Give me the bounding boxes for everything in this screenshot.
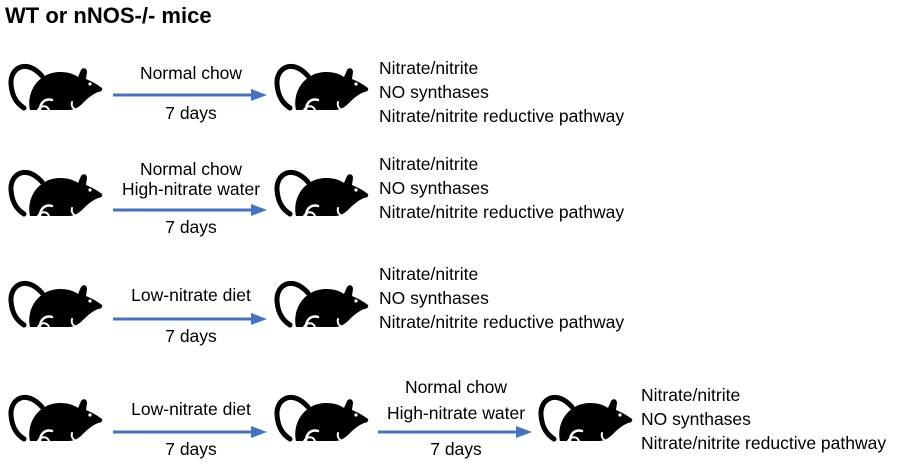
outcome-no-synthases: NO synthases bbox=[379, 178, 489, 198]
protocol-row-2: Normal chow High-nitrate water 7 days Ni… bbox=[0, 148, 913, 248]
diagram-title: WT or nNOS-/- mice bbox=[5, 3, 212, 28]
arrow-right-icon bbox=[113, 425, 269, 439]
treatment-label: Normal chow bbox=[139, 159, 243, 179]
outcome-nitrate-nitrite: Nitrate/nitrite bbox=[641, 385, 741, 405]
outcome-reductive-pathway: Nitrate/nitrite reductive pathway bbox=[379, 312, 625, 332]
treatment-step: Normal chow High-nitrate water 7 days bbox=[113, 148, 269, 237]
treatment-label: Low-nitrate diet bbox=[131, 399, 251, 419]
mouse-icon bbox=[274, 271, 369, 331]
duration-label: 7 days bbox=[165, 103, 217, 123]
duration-label: 7 days bbox=[165, 326, 217, 346]
mouse-icon bbox=[8, 54, 103, 114]
treatment-label: High-nitrate water bbox=[121, 179, 261, 199]
protocol-row-4: Low-nitrate diet 7 days Normal chow High… bbox=[0, 372, 913, 472]
mouse-icon bbox=[274, 54, 369, 114]
treatment-label: Low-nitrate diet bbox=[131, 285, 251, 305]
mouse-icon bbox=[8, 271, 103, 331]
mouse-icon bbox=[274, 385, 369, 445]
outcome-reductive-pathway: Nitrate/nitrite reductive pathway bbox=[379, 202, 625, 222]
treatment-label: Normal chow bbox=[404, 377, 508, 397]
outcome-no-synthases: NO synthases bbox=[379, 288, 489, 308]
arrow-right-icon bbox=[113, 88, 269, 102]
mouse-icon bbox=[8, 385, 103, 445]
mouse-icon bbox=[274, 160, 369, 220]
protocol-row-3: Low-nitrate diet 7 days Nitrate/nitrite … bbox=[0, 258, 913, 358]
outcome-nitrate-nitrite: Nitrate/nitrite bbox=[379, 58, 479, 78]
arrow-right-icon bbox=[113, 203, 269, 217]
outcome-reductive-pathway: Nitrate/nitrite reductive pathway bbox=[379, 106, 625, 126]
treatment-step: Low-nitrate diet 7 days bbox=[113, 258, 269, 346]
mouse-icon bbox=[8, 160, 103, 220]
duration-label: 7 days bbox=[165, 217, 217, 237]
mouse-icon bbox=[538, 385, 633, 445]
treatment-step: Normal chow High-nitrate water 7 days bbox=[378, 372, 534, 459]
duration-label: 7 days bbox=[165, 439, 217, 459]
protocol-row-1: Normal chow 7 days Nitrate/nitrite NO sy… bbox=[0, 50, 913, 150]
outcome-list: Nitrate/nitrite NO synthases Nitrate/nit… bbox=[379, 56, 624, 128]
outcome-no-synthases: NO synthases bbox=[641, 409, 751, 429]
outcome-no-synthases: NO synthases bbox=[379, 82, 489, 102]
outcome-list: Nitrate/nitrite NO synthases Nitrate/nit… bbox=[379, 262, 624, 334]
outcome-nitrate-nitrite: Nitrate/nitrite bbox=[379, 154, 479, 174]
duration-label: 7 days bbox=[430, 439, 482, 459]
treatment-step: Normal chow 7 days bbox=[113, 50, 269, 136]
outcome-list: Nitrate/nitrite NO synthases Nitrate/nit… bbox=[641, 383, 886, 455]
outcome-nitrate-nitrite: Nitrate/nitrite bbox=[379, 264, 479, 284]
treatment-step: Low-nitrate diet 7 days bbox=[113, 372, 269, 459]
outcome-list: Nitrate/nitrite NO synthases Nitrate/nit… bbox=[379, 152, 624, 224]
outcome-reductive-pathway: Nitrate/nitrite reductive pathway bbox=[641, 433, 887, 453]
treatment-label: Normal chow bbox=[139, 63, 243, 83]
arrow-right-icon bbox=[378, 425, 534, 439]
treatment-label: High-nitrate water bbox=[386, 403, 526, 423]
arrow-right-icon bbox=[113, 312, 269, 326]
